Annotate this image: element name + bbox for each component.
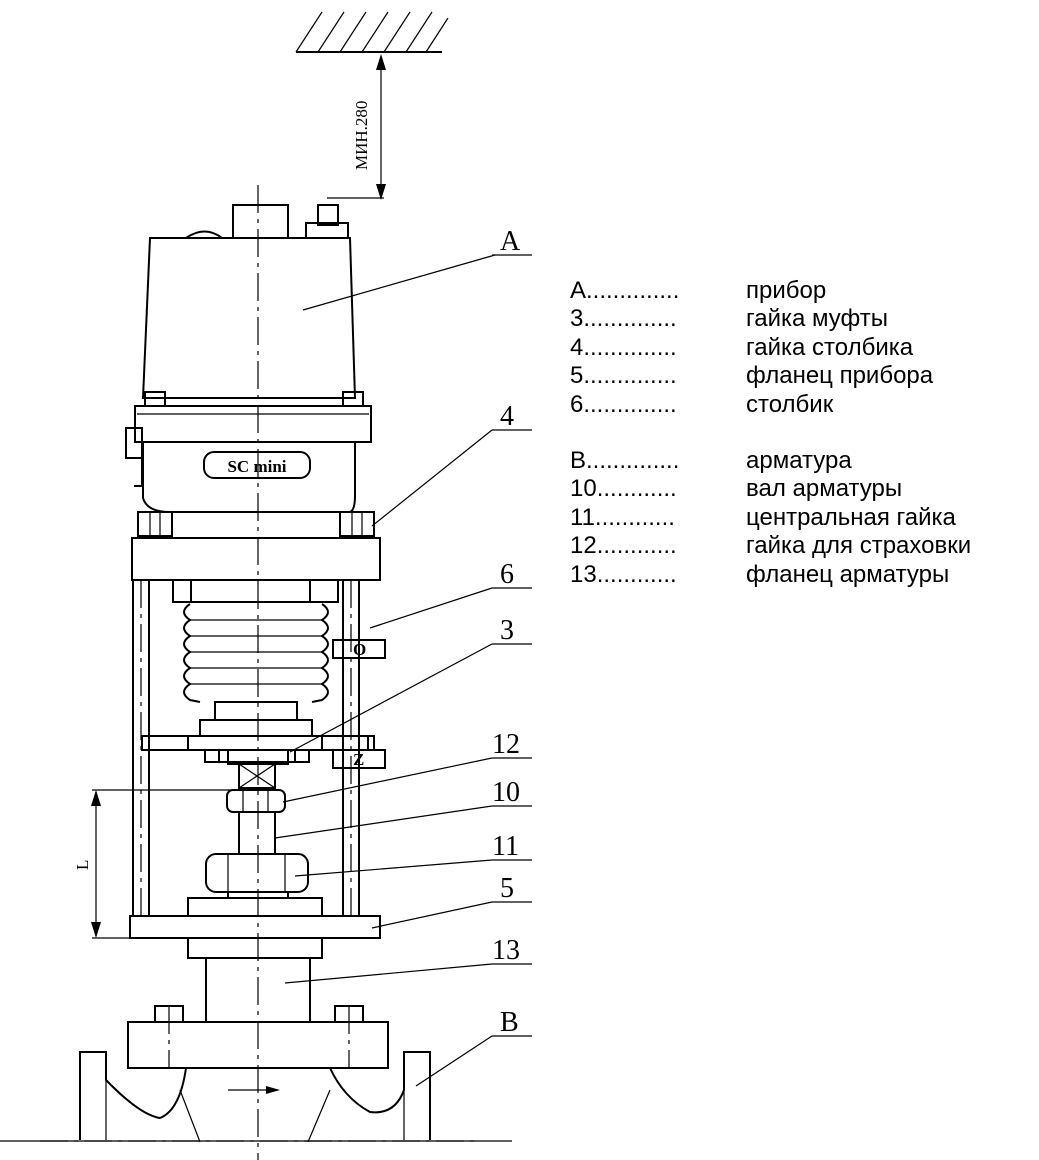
legend-spacer — [570, 419, 971, 447]
legend-desc: столбик — [746, 390, 834, 418]
valve-body — [0, 1051, 512, 1143]
legend-key: A.............. — [570, 277, 680, 304]
legend-key: 5.............. — [570, 362, 677, 390]
coupling-nut — [238, 763, 276, 789]
callout-4: 4 — [500, 401, 514, 432]
legend-row: 6.............. столбик — [570, 391, 971, 419]
actuator-body: SC mini — [125, 405, 372, 513]
dimension-label: МИН.280 — [352, 101, 371, 170]
mounting-plate — [131, 537, 381, 581]
legend-desc: гайка столбика — [746, 333, 914, 361]
callout-3: 3 — [500, 615, 514, 646]
legend-desc: фланец прибора — [746, 362, 934, 390]
valve-flange — [127, 937, 389, 1069]
callout-11: 11 — [492, 831, 519, 862]
legend-key: 10............ — [570, 475, 677, 503]
column-nuts — [137, 511, 375, 537]
legend-row: 3.............. гайка муфты — [570, 305, 971, 333]
callout-5: 5 — [500, 873, 514, 904]
brand-label: SC mini — [227, 457, 286, 476]
callout-13: 13 — [492, 935, 520, 966]
coupling-plate — [141, 735, 375, 765]
legend-key: 4.............. — [570, 333, 677, 361]
ceiling-hatch — [295, 11, 449, 53]
safety-nut — [226, 789, 286, 813]
callout-12: 12 — [492, 729, 520, 760]
legend-desc: гайка муфты — [746, 305, 888, 333]
parts-legend: A.............. прибор 3.............. г… — [570, 277, 971, 589]
legend-row: 13............ фланец арматуры — [570, 561, 971, 589]
legend-row: 5.............. фланец прибора — [570, 362, 971, 390]
legend-key: 3.............. — [570, 305, 677, 333]
legend-desc: вал арматуры — [746, 475, 903, 503]
central-nut — [205, 853, 309, 893]
callout-6: 6 — [500, 559, 514, 590]
valve-stem — [238, 811, 276, 855]
legend-desc: прибор — [746, 277, 827, 304]
legend-key: 12............ — [570, 532, 677, 560]
length-dimension: L — [73, 789, 232, 939]
legend-key: 11............ — [570, 503, 675, 531]
legend-row: 11............ центральная гайка — [570, 504, 971, 532]
bellows — [172, 579, 339, 737]
marker-open: O — [353, 640, 366, 659]
legend-row: 4.............. гайка столбика — [570, 334, 971, 362]
legend-row: A.............. прибор — [570, 277, 971, 305]
min-clearance-dimension: МИН.280 — [327, 54, 386, 200]
legend-row: 12............ гайка для страховки — [570, 532, 971, 560]
marker-closed: Z — [353, 750, 364, 769]
legend-desc: фланец арматуры — [746, 560, 950, 588]
actuator-top — [141, 204, 364, 407]
columns: O Z — [132, 579, 386, 917]
legend-desc: арматура — [746, 446, 852, 474]
callout-b: B — [500, 1007, 519, 1038]
legend-key: B.............. — [570, 446, 680, 474]
callouts: A 4 6 3 12 10 11 5 13 B — [274, 226, 532, 1087]
callout-a: A — [500, 226, 521, 257]
callout-10: 10 — [492, 777, 520, 808]
legend-desc: гайка для страховки — [746, 532, 972, 560]
legend-key: 13............ — [570, 560, 677, 588]
legend-row: 10............ вал арматуры — [570, 475, 971, 503]
legend-row: B.............. арматура — [570, 447, 971, 475]
legend-key: 6.............. — [570, 390, 677, 418]
legend-desc: центральная гайка — [746, 503, 956, 531]
length-label: L — [73, 860, 92, 870]
